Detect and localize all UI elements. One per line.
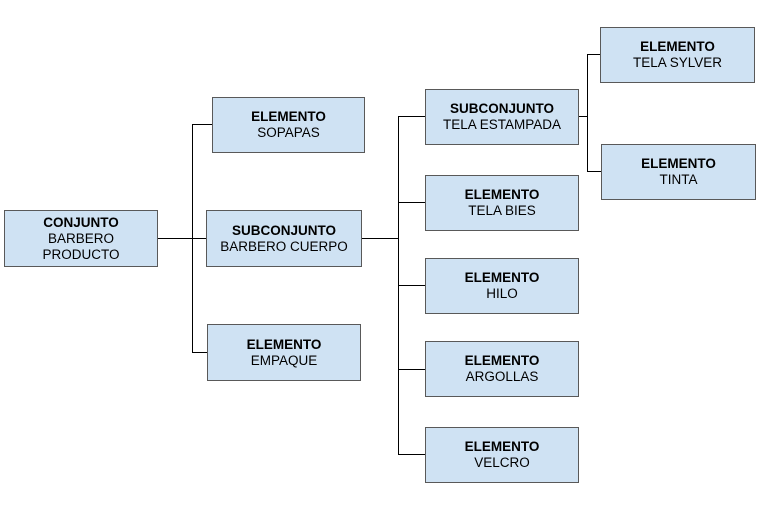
node-subconjunto-barbero-cuerpo: SUBCONJUNTO BARBERO CUERPO (206, 210, 362, 267)
node-name-line: TELA ESTAMPADA (442, 117, 562, 132)
node-name-line: PRODUCTO (42, 246, 120, 262)
node-type-label: CONJUNTO (43, 214, 119, 230)
node-type-label: ELEMENTO (464, 187, 540, 202)
connector-cuerpo-argollas (398, 285, 425, 370)
node-name-line: ARGOLLAS (465, 369, 539, 384)
connector-cuerpo-estampada (362, 116, 425, 239)
connector-estampada-sylver (579, 54, 600, 117)
node-type-label: ELEMENTO (464, 270, 540, 285)
node-type-label: ELEMENTO (246, 336, 322, 352)
node-name-line: BARBERO CUERPO (220, 238, 348, 254)
connector-cuerpo-hilo (398, 238, 425, 286)
node-name-line: TINTA (659, 172, 698, 187)
node-elemento-tela-sylver: ELEMENTO TELA SYLVER (600, 27, 755, 83)
node-type-label: SUBCONJUNTO (231, 222, 336, 238)
node-elemento-sopapas: ELEMENTO SOPAPAS (212, 97, 365, 153)
connector-conjunto-empaque (192, 238, 207, 353)
node-elemento-argollas: ELEMENTO ARGOLLAS (425, 341, 579, 397)
node-type-label: ELEMENTO (641, 156, 716, 171)
connector-estampada-tinta (587, 116, 601, 172)
node-elemento-velcro: ELEMENTO VELCRO (425, 427, 579, 483)
node-elemento-hilo: ELEMENTO HILO (425, 258, 579, 314)
node-subconjunto-tela-estampada: SUBCONJUNTO TELA ESTAMPADA (425, 89, 579, 145)
node-type-label: ELEMENTO (464, 439, 540, 454)
node-name-line: EMPAQUE (250, 352, 318, 368)
node-elemento-tinta: ELEMENTO TINTA (601, 144, 756, 200)
connector-cuerpo-velcro (398, 369, 425, 455)
node-type-label: SUBCONJUNTO (449, 101, 554, 116)
node-type-label: ELEMENTO (640, 39, 715, 54)
node-name-line: VELCRO (474, 455, 530, 470)
node-name-line: TELA SYLVER (632, 55, 723, 70)
node-name-line: BARBERO (47, 230, 115, 246)
node-name-line: SOPAPAS (257, 125, 320, 140)
node-conjunto-barbero-producto: CONJUNTO BARBERO PRODUCTO (4, 210, 158, 267)
node-name-line: HILO (486, 286, 518, 301)
node-elemento-empaque: ELEMENTO EMPAQUE (207, 324, 361, 381)
node-type-label: ELEMENTO (464, 353, 540, 368)
node-type-label: ELEMENTO (251, 109, 326, 124)
connector-conjunto-sopapas (158, 124, 212, 239)
node-name-line: TELA BIES (468, 203, 536, 218)
node-elemento-tela-bies: ELEMENTO TELA BIES (425, 175, 579, 231)
